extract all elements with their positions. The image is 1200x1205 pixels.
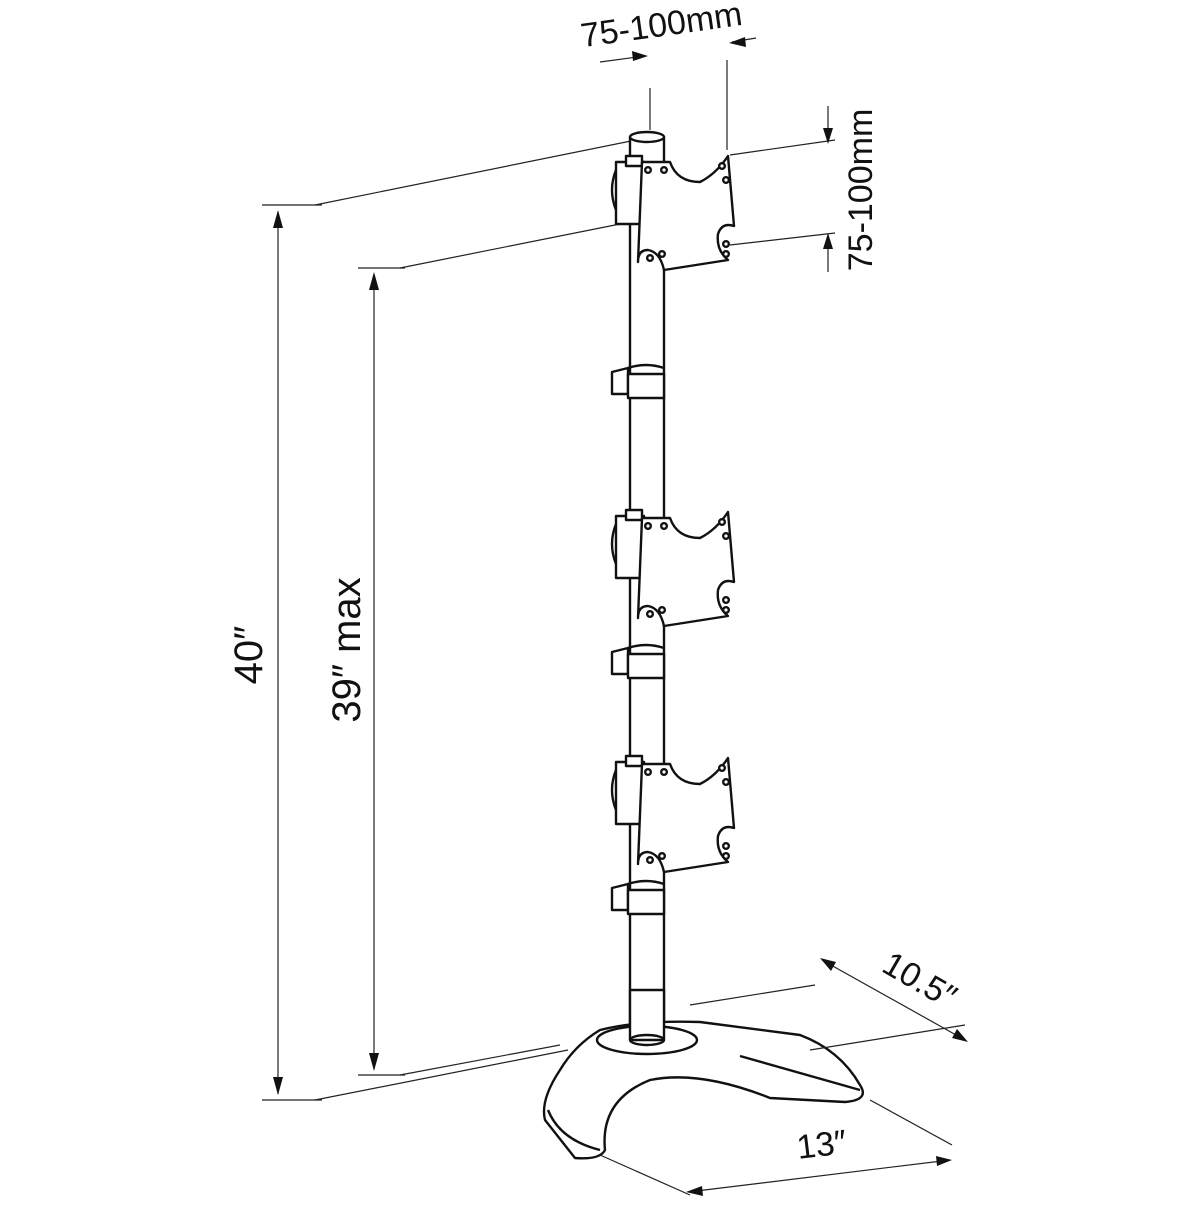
overall-height-dimension: 40″ xyxy=(227,139,637,1101)
base-depth-label: 10.5″ xyxy=(876,944,963,1016)
stand-base xyxy=(542,988,865,1160)
base-width-label: 13″ xyxy=(795,1123,849,1167)
base-width-dimension: 13″ xyxy=(599,1099,953,1196)
vesa-vertical-label: 75-100mm xyxy=(842,109,880,272)
vesa-horizontal-dimension: 75-100mm xyxy=(578,0,757,150)
max-height-label: 39″ max xyxy=(325,577,369,722)
max-height-dimension: 39″ max xyxy=(325,221,631,1076)
vesa-horizontal-label: 75-100mm xyxy=(578,0,744,55)
overall-height-label: 40″ xyxy=(227,626,271,685)
vesa-vertical-dimension: 75-100mm xyxy=(729,106,880,272)
